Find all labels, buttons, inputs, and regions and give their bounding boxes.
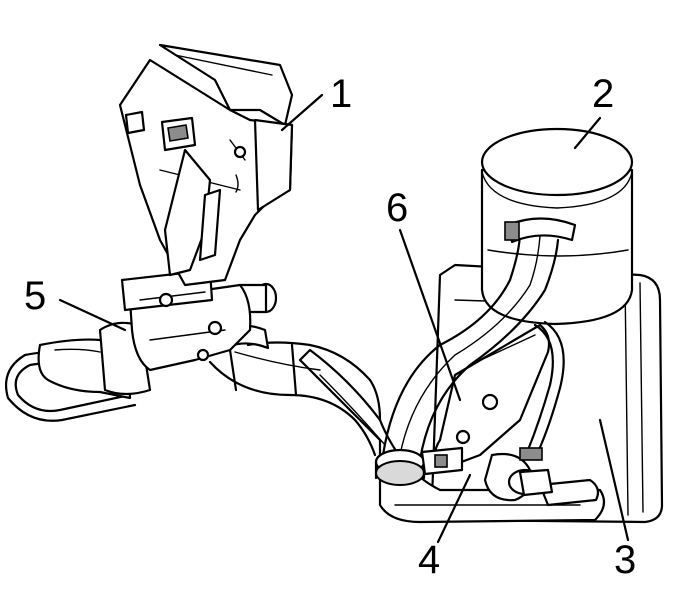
leader-5	[58, 298, 127, 332]
mounting-plate	[433, 323, 551, 472]
part-label-1: 1	[330, 72, 353, 116]
leader-6	[398, 228, 462, 402]
leader-lines	[58, 93, 630, 544]
vacuum-line	[519, 320, 565, 461]
leader-4	[436, 473, 472, 544]
leader-1	[280, 93, 324, 132]
part-label-2: 2	[592, 72, 615, 116]
part-label-5: 5	[24, 274, 47, 318]
part-label-6: 6	[386, 186, 409, 230]
connector-block	[120, 268, 252, 372]
cable-loop	[4, 321, 152, 422]
upper-bracket	[118, 43, 294, 287]
lower-hose	[208, 282, 382, 457]
leader-3	[598, 418, 630, 542]
main-hose	[374, 217, 577, 486]
leader-2	[573, 116, 602, 150]
part-label-3: 3	[614, 538, 637, 582]
base-bracket	[298, 348, 606, 524]
part-label-4: 4	[418, 538, 441, 582]
